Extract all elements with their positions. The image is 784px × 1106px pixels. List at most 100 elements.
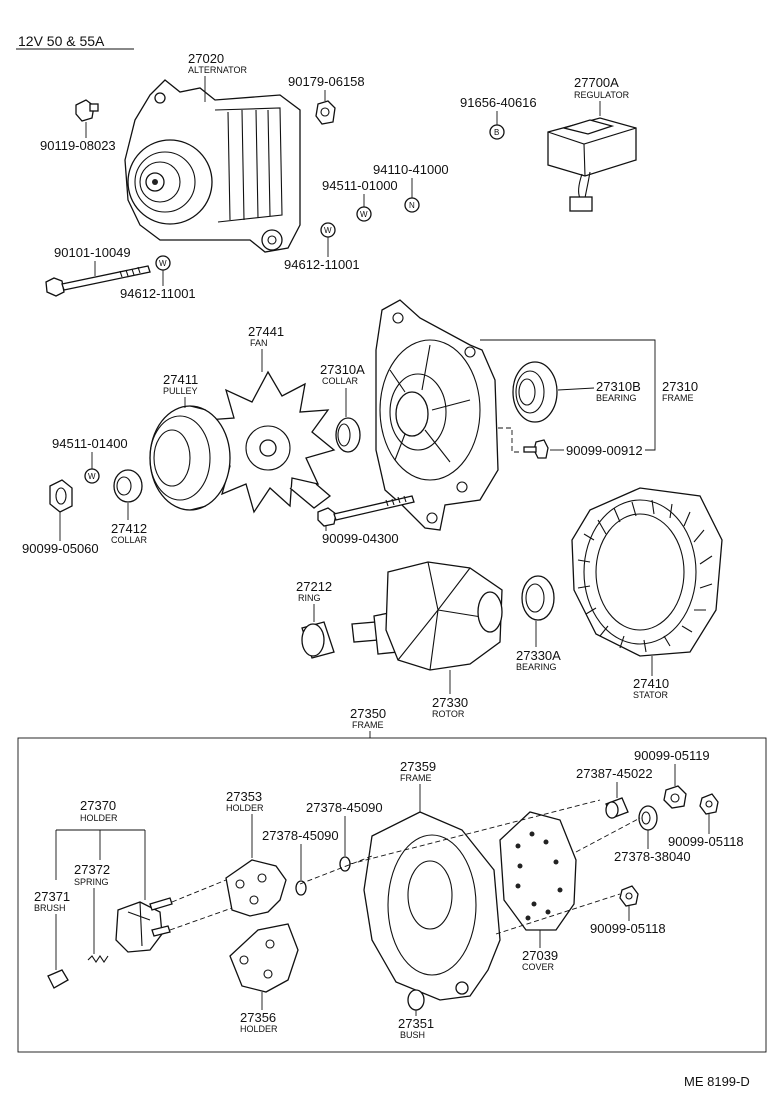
- brush-part-number: 27371: [34, 889, 70, 904]
- frame-27310-part-number: 27310: [662, 379, 698, 394]
- assembly-dashed-guides: [169, 799, 641, 935]
- bearing-27310b[interactable]: [512, 361, 558, 423]
- ring-27212-part-name: RING: [298, 593, 321, 603]
- screw-dashed-guide: [498, 427, 522, 453]
- rear-frame-part-number: 27350: [350, 706, 386, 721]
- stator-part-name: STATOR: [633, 690, 669, 700]
- holder-27356[interactable]: [229, 923, 299, 993]
- rear-frame-27359[interactable]: [363, 811, 501, 1001]
- bush-27351[interactable]: [407, 989, 425, 1011]
- bearing-27330a-part-number: 27330A: [516, 648, 561, 663]
- alternator-part-number: 27020: [188, 51, 224, 66]
- rear-frame-part-name: FRAME: [352, 720, 384, 730]
- insulator-27378-a[interactable]: [339, 856, 351, 872]
- regulator-part-number: 27700A: [574, 75, 619, 90]
- washer-w-symbol-b[interactable]: W: [320, 222, 336, 238]
- pulley-part[interactable]: [149, 405, 231, 511]
- holder-27370-bracket: [55, 829, 146, 900]
- insulator-27378-38040[interactable]: [638, 805, 658, 831]
- regulator-part-name: REGULATOR: [574, 90, 630, 100]
- diagram-title: 12V 50 & 55A: [18, 33, 105, 49]
- bush-part-number: 27351: [398, 1016, 434, 1031]
- bolt-b-mark: B: [494, 128, 499, 137]
- drive-end-frame[interactable]: [375, 299, 499, 531]
- insulator-27378a-part-number: 27378-45090: [306, 800, 383, 815]
- fan-part[interactable]: [202, 370, 336, 514]
- nut-90099-05060-part-number: 90099-05060: [22, 541, 99, 556]
- spring-part-number: 27372: [74, 862, 110, 877]
- holder-27370-part-number: 27370: [80, 798, 116, 813]
- cover-part-number: 27039: [522, 948, 558, 963]
- screw-90099-00912[interactable]: [523, 439, 549, 459]
- nut-94110-part-number: 94110-41000: [373, 162, 449, 177]
- stator-part-number: 27410: [633, 676, 669, 691]
- washer-w-symbol-a[interactable]: W: [356, 206, 372, 222]
- bearing-27330a-part-name: BEARING: [516, 662, 557, 672]
- bolt-b-symbol[interactable]: B: [489, 124, 505, 140]
- collar-27310a[interactable]: [335, 417, 361, 453]
- cover-27039[interactable]: [499, 811, 577, 931]
- holder-27353[interactable]: [225, 859, 287, 917]
- nut-n-symbol[interactable]: N: [404, 197, 420, 213]
- holder-27353-part-number: 27353: [226, 789, 262, 804]
- pulley-part-name: PULLEY: [163, 386, 198, 396]
- screw-90099-00912-part-number: 90099-00912: [566, 443, 643, 458]
- ring-27212-part-number: 27212: [296, 579, 332, 594]
- collar-27412-part-number: 27412: [111, 521, 147, 536]
- bolt-90119-08023[interactable]: [75, 99, 99, 122]
- holder-27356-part-name: HOLDER: [240, 1024, 278, 1034]
- washer-w-symbol-d[interactable]: W: [84, 468, 100, 484]
- frame-27310-bracket: [480, 339, 656, 451]
- nut-90099-05118-a[interactable]: [699, 793, 719, 815]
- frame-27310-part-name: FRAME: [662, 393, 694, 403]
- bearing-27330a[interactable]: [521, 575, 555, 621]
- bearing-27310b-part-name: BEARING: [596, 393, 637, 403]
- insulator-27378-b[interactable]: [295, 880, 307, 896]
- washer-w-symbol-c[interactable]: W: [155, 255, 171, 271]
- bolt-90099-04300-part-number: 90099-04300: [322, 531, 399, 546]
- washer-w-mark-b: W: [324, 226, 332, 235]
- cover-part-name: COVER: [522, 962, 555, 972]
- washer-w-mark-a: W: [360, 210, 368, 219]
- stator-part[interactable]: [571, 487, 723, 657]
- bush-part-name: BUSH: [400, 1030, 425, 1040]
- rotor-part[interactable]: [351, 561, 503, 671]
- fan-part-name: FAN: [250, 338, 268, 348]
- nut-90099-05118-b[interactable]: [619, 885, 639, 907]
- washer-w-mark-d: W: [88, 472, 96, 481]
- alternator-assembly[interactable]: [124, 79, 301, 253]
- bearing-27310b-part-number: 27310B: [596, 379, 641, 394]
- nut-90179-part-number: 90179-06158: [288, 74, 365, 89]
- nut-90099-05118b-part-number: 90099-05118: [590, 921, 666, 936]
- brush-27371[interactable]: [47, 969, 69, 989]
- nut-90099-05119-part-number: 90099-05119: [634, 748, 710, 763]
- regulator-assembly[interactable]: [547, 117, 637, 212]
- insulator-27378c-part-number: 27378-38040: [614, 849, 691, 864]
- frame-27359-part-number: 27359: [400, 759, 436, 774]
- bolt-90101-10049[interactable]: [45, 265, 151, 297]
- collar-27412[interactable]: [113, 469, 143, 503]
- drawing-code: ME 8199-D: [684, 1074, 750, 1089]
- spring-part-name: SPRING: [74, 877, 109, 887]
- washer-94511a-part-number: 94511-01000: [322, 178, 398, 193]
- collar-27412-part-name: COLLAR: [111, 535, 148, 545]
- nut-90099-05060[interactable]: [49, 479, 73, 513]
- washer-94511b-part-number: 94511-01400: [52, 436, 128, 451]
- nut-90099-05118a-part-number: 90099-05118: [668, 834, 744, 849]
- nut-90099-05119[interactable]: [663, 785, 687, 809]
- nut-90179-06158[interactable]: [315, 100, 336, 125]
- holder-27356-part-number: 27356: [240, 1010, 276, 1025]
- bolt-90099-04300[interactable]: [317, 495, 415, 527]
- bolt-90119-part-number: 90119-08023: [40, 138, 116, 153]
- rotor-part-name: ROTOR: [432, 709, 465, 719]
- insulator-27387-45022[interactable]: [605, 797, 629, 819]
- spring-27372[interactable]: [87, 955, 109, 963]
- pulley-part-number: 27411: [163, 372, 198, 387]
- frame-27359-part-name: FRAME: [400, 773, 432, 783]
- collar-27310a-part-name: COLLAR: [322, 376, 359, 386]
- ring-27212[interactable]: [301, 621, 335, 659]
- brush-holder-27370[interactable]: [115, 897, 173, 953]
- washer-w-mark-c: W: [159, 259, 167, 268]
